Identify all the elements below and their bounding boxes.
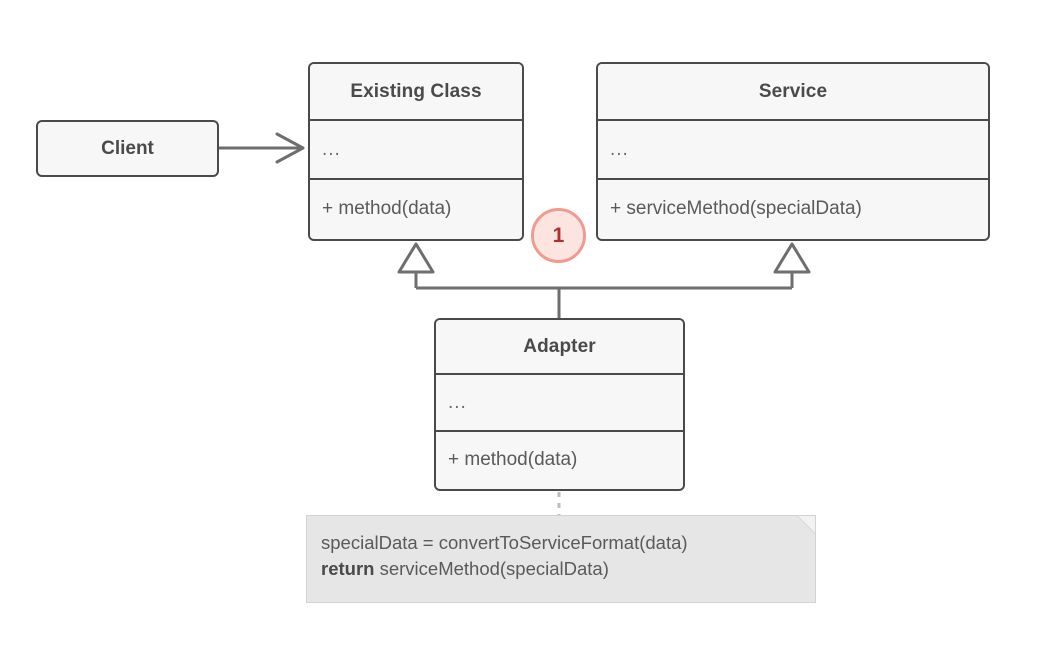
class-box-existing-class[interactable]: Existing Class ... + method(data) (308, 62, 524, 241)
hollow-triangle-service (773, 242, 811, 274)
note-line-2: return serviceMethod(specialData) (321, 556, 799, 582)
class-box-adapter[interactable]: Adapter ... + method(data) (434, 318, 685, 491)
note-line-1: specialData = convertToServiceFormat(dat… (321, 532, 688, 553)
association-client-to-existing-class (219, 132, 305, 164)
note-line-2-rest: serviceMethod(specialData) (374, 558, 609, 579)
class-name-adapter: Adapter (436, 320, 683, 373)
class-name-service: Service (598, 64, 988, 119)
note-keyword-return: return (321, 558, 375, 579)
class-method-service: + serviceMethod(specialData) (598, 178, 988, 238)
class-attributes-adapter: ... (436, 373, 683, 430)
class-box-client[interactable]: Client (36, 120, 219, 177)
hollow-triangle-existing-class (397, 242, 435, 274)
note-box[interactable]: specialData = convertToServiceFormat(dat… (306, 515, 816, 603)
class-method-existing-class: + method(data) (310, 178, 522, 238)
class-name-client: Client (101, 137, 154, 159)
step-badge-1[interactable]: 1 (531, 208, 586, 263)
class-name-existing-class: Existing Class (310, 64, 522, 119)
class-attributes-service: ... (598, 119, 988, 178)
inheritance-adapter-to-parents (397, 242, 811, 318)
class-attributes-existing-class: ... (310, 119, 522, 178)
note-fold-icon (798, 516, 815, 533)
class-method-adapter: + method(data) (436, 430, 683, 488)
class-box-service[interactable]: Service ... + serviceMethod(specialData) (596, 62, 990, 241)
